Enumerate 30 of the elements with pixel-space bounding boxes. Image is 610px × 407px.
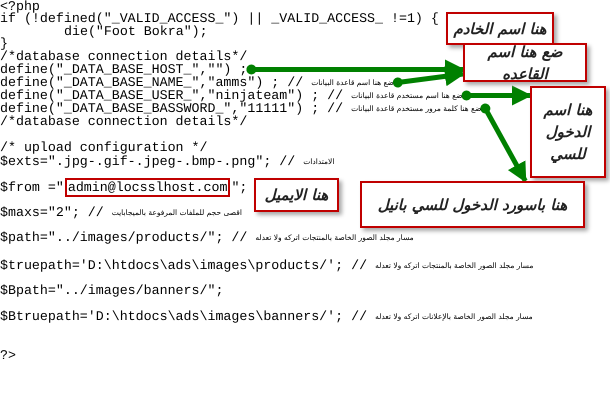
code-line: ?> <box>0 349 16 362</box>
code-line: } <box>0 37 8 50</box>
code-line: $exts=".jpg-.gif-.jpeg-.bmp-.png"; // <box>0 155 296 168</box>
code-line: /*database connection details*/ <box>0 115 248 128</box>
code-line: /* upload configuration */ <box>0 141 208 154</box>
code-line: die("Foot Bokra"); <box>64 25 208 38</box>
callout-box: هنا الايميل <box>254 178 339 212</box>
code-line: <?php <box>0 0 40 13</box>
code-line: $truepath='D:\htdocs\ads\images\products/'; // <box>0 259 368 272</box>
callout-box: ضع هنا اسم القاعده <box>463 43 587 82</box>
code-line: if (!defined("_VALID_ACCESS_") || _VALID_ACCESS_ !=1) { <box>0 12 439 25</box>
callout-box: هنا اسم الدخول للسي <box>530 86 606 178</box>
arrow <box>392 66 465 88</box>
code-line: $Btruepath='D:\htdocs\ads\images\banners/'; // <box>0 310 368 323</box>
code-line: "; <box>231 181 248 194</box>
code-line: define("_DATA_BASE_HOST_","") ; <box>0 63 248 76</box>
arrow <box>462 86 532 106</box>
callout-box: هنا باسورد الدخول للسي بانيل <box>360 181 585 228</box>
arrow <box>246 60 465 80</box>
code-line: $maxs="2"; // <box>0 206 104 219</box>
arrow <box>480 104 528 183</box>
code-line: $Bpath="../images/banners/"; <box>0 284 224 297</box>
code-line: define("_DATA_BASE_NAME_","amms") ; // <box>0 76 304 89</box>
highlight-box: admin@locsslhost.com <box>64 178 230 197</box>
code-line: $from =" <box>0 181 64 194</box>
code-line: /*database connection details*/ <box>0 50 248 63</box>
code-line: $path="../images/products/"; // <box>0 231 248 244</box>
callout-box: هنا اسم الخادم <box>446 12 554 45</box>
code-line: define("_DATA_BASE_BASSWORD_","11111") ; // <box>0 102 344 115</box>
code-line: define("_DATA_BASE_USER_","ninjateam") ; // <box>0 89 344 102</box>
